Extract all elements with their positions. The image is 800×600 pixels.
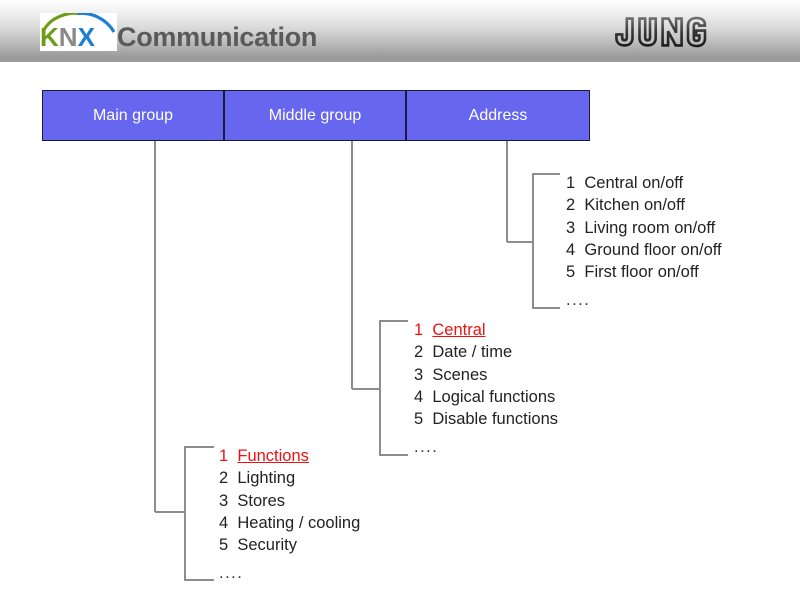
item-label: Date / time — [432, 343, 513, 362]
list-ellipsis: .... — [566, 291, 591, 310]
list-item[interactable]: 4 Ground floor on/off — [566, 239, 722, 261]
item-label: Lighting — [237, 469, 296, 488]
item-number: 5 — [219, 536, 233, 555]
address-item-list: 1 Central on/off 2 Kitchen on/off 3 Livi… — [566, 172, 722, 310]
header-bar: KNX Communication — [0, 0, 800, 62]
group-box-middle-label: Middle group — [268, 106, 362, 124]
main-group-item-list: 1 Functions 2 Lighting 3 Stores 4 Heatin… — [219, 445, 360, 583]
item-number: 4 — [566, 240, 580, 259]
list-ellipsis: .... — [414, 438, 439, 457]
group-box-address-label: Address — [468, 106, 528, 124]
page-title: Communication — [117, 22, 318, 52]
item-number: 3 — [414, 365, 428, 384]
group-box-middle[interactable]: Middle group — [224, 90, 406, 141]
item-label: Logical functions — [432, 387, 556, 406]
bracket-address — [532, 173, 560, 309]
item-number: 3 — [566, 218, 580, 237]
item-number: 4 — [219, 513, 233, 532]
jung-brand-logo — [615, 16, 707, 48]
list-item[interactable]: 5 Disable functions — [414, 408, 558, 430]
list-item[interactable]: 2 Kitchen on/off — [566, 194, 722, 216]
knx-letter-k: K — [40, 22, 59, 51]
group-box-main-label: Main group — [92, 106, 174, 124]
item-label: Stores — [237, 491, 286, 510]
list-item[interactable]: 1 Central on/off — [566, 172, 722, 194]
item-number: 2 — [219, 469, 233, 488]
knx-logo: KNX — [40, 13, 117, 51]
item-label: Heating / cooling — [237, 513, 361, 532]
list-item[interactable]: 1 Central — [414, 319, 558, 341]
knx-logo-letters: KNX — [40, 23, 117, 51]
item-number: 2 — [566, 196, 580, 215]
list-item[interactable]: 3 Scenes — [414, 364, 558, 386]
item-label: Ground floor on/off — [584, 240, 722, 259]
knx-arc-icon — [41, 13, 116, 33]
list-item[interactable]: 4 Logical functions — [414, 386, 558, 408]
bracket-main — [184, 446, 214, 581]
item-label: First floor on/off — [584, 263, 699, 282]
knx-letter-n: N — [58, 22, 78, 51]
item-number: 1 — [414, 321, 428, 339]
list-item[interactable]: 2 Lighting — [219, 467, 360, 489]
item-number: 3 — [219, 491, 233, 510]
list-item[interactable]: 1 Functions — [219, 445, 360, 467]
item-label: Living room on/off — [584, 218, 716, 237]
knx-letter-x: X — [77, 22, 95, 51]
list-item[interactable]: 2 Date / time — [414, 341, 558, 363]
item-label: Scenes — [432, 365, 488, 384]
group-box-main[interactable]: Main group — [42, 90, 224, 141]
item-number: 1 — [566, 174, 580, 192]
item-label: Kitchen on/off — [584, 196, 685, 215]
item-label: Central — [432, 321, 486, 339]
group-box-address[interactable]: Address — [406, 90, 590, 141]
bracket-middle — [379, 320, 408, 456]
list-item[interactable]: 3 Stores — [219, 490, 360, 512]
item-number: 4 — [414, 387, 428, 406]
item-number: 1 — [219, 447, 233, 465]
list-item[interactable]: 4 Heating / cooling — [219, 512, 360, 534]
item-number: 5 — [414, 410, 428, 429]
item-label: Disable functions — [432, 410, 559, 429]
item-label: Functions — [237, 447, 309, 465]
connector-lines — [154, 141, 560, 581]
list-item[interactable]: 5 Security — [219, 534, 360, 556]
item-label: Security — [237, 536, 297, 555]
diagram-area: Main group Middle group Address 1 Centra… — [0, 62, 800, 600]
middle-group-item-list: 1 Central 2 Date / time 3 Scenes 4 Logic… — [414, 319, 558, 457]
list-item[interactable]: 5 First floor on/off — [566, 261, 722, 283]
list-ellipsis: .... — [219, 564, 244, 583]
item-number: 5 — [566, 263, 580, 282]
item-label: Central on/off — [584, 174, 684, 192]
list-item[interactable]: 3 Living room on/off — [566, 217, 722, 239]
item-number: 2 — [414, 343, 428, 362]
